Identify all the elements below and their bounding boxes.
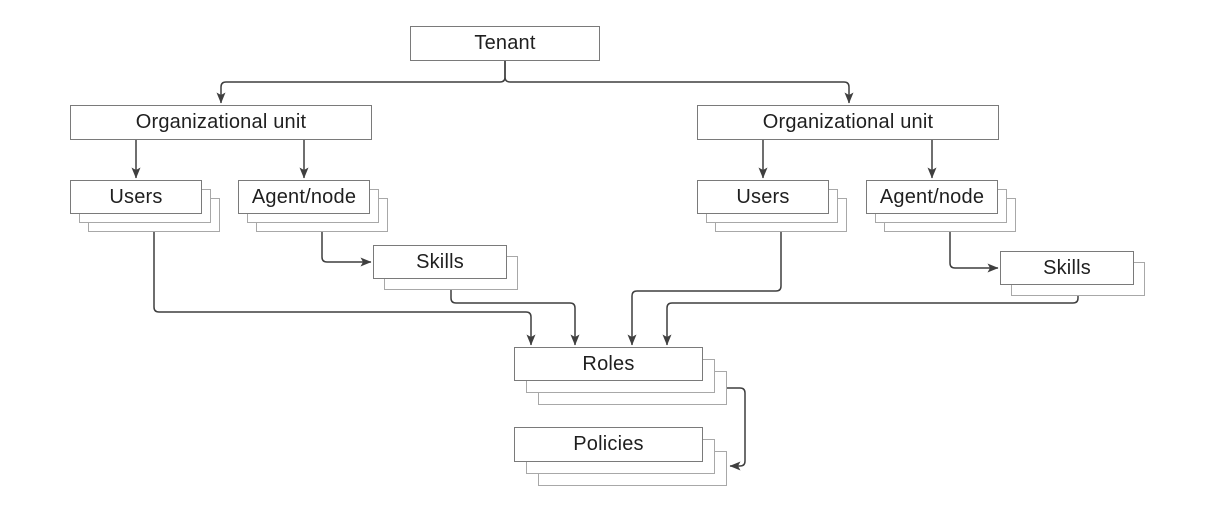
node-users-right: Users <box>697 180 847 232</box>
node-tenant-label: Tenant <box>474 32 536 54</box>
node-users-right-label: Users <box>736 185 790 208</box>
edge-users-right-to-roles <box>627 232 782 346</box>
node-skills-left: Skills <box>373 245 518 290</box>
edge-tenant-to-org-right <box>504 61 854 104</box>
edge-skills-left-to-roles <box>450 290 580 346</box>
node-policies-label: Policies <box>573 433 644 455</box>
edge-skills-right-to-roles <box>662 296 1079 346</box>
node-agent-left: Agent/node <box>238 180 388 232</box>
node-org-left-label: Organizational unit <box>135 111 307 133</box>
node-org-right-box: Organizational unit <box>697 105 999 140</box>
node-roles-label: Roles <box>582 352 635 375</box>
node-agent-left-box: Agent/node <box>238 180 370 214</box>
node-agent-right-label: Agent/node <box>879 185 985 208</box>
node-skills-left-label: Skills <box>416 250 464 273</box>
node-org-right: Organizational unit <box>697 105 999 140</box>
node-org-left: Organizational unit <box>70 105 372 140</box>
node-skills-right-box: Skills <box>1000 251 1134 285</box>
node-roles-box: Roles <box>514 347 703 381</box>
edge-agent-right-to-skills-right <box>949 232 999 273</box>
node-users-right-box: Users <box>697 180 829 214</box>
node-users-left-label: Users <box>109 185 163 208</box>
node-roles: Roles <box>514 347 727 405</box>
node-users-left: Users <box>70 180 220 232</box>
node-skills-left-box: Skills <box>373 245 507 279</box>
node-org-right-label: Organizational unit <box>762 111 934 133</box>
edge-users-left-to-roles <box>153 232 536 346</box>
node-skills-right: Skills <box>1000 251 1145 296</box>
node-tenant-box: Tenant <box>410 26 600 61</box>
node-skills-right-label: Skills <box>1043 256 1091 279</box>
node-policies-box: Policies <box>514 427 703 462</box>
node-users-left-box: Users <box>70 180 202 214</box>
node-agent-right: Agent/node <box>866 180 1016 232</box>
node-policies: Policies <box>514 427 727 486</box>
node-tenant: Tenant <box>410 26 600 61</box>
edge-roles-to-policies <box>727 387 746 471</box>
edge-tenant-to-org-left <box>216 61 506 104</box>
node-agent-left-label: Agent/node <box>251 185 357 208</box>
node-org-left-box: Organizational unit <box>70 105 372 140</box>
node-agent-right-box: Agent/node <box>866 180 998 214</box>
edge-agent-left-to-skills-left <box>321 232 372 267</box>
